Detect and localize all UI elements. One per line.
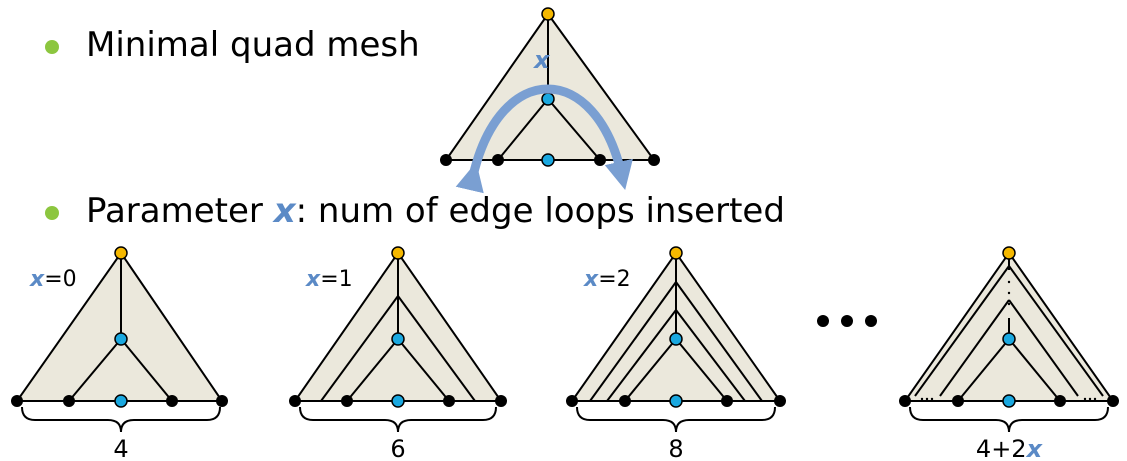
case-label: x=2	[583, 267, 631, 292]
apex-vertex	[114, 246, 128, 260]
bullet-dot-1	[45, 40, 59, 54]
edge-count-formula: 4+2x	[976, 435, 1044, 461]
corner-vertex	[216, 395, 228, 407]
corner-vertex	[11, 395, 23, 407]
inner-vertex	[541, 92, 555, 106]
case-label: x=0	[29, 267, 77, 292]
apex-vertex	[669, 246, 683, 260]
mesh-case-x1: x=1 6	[289, 246, 507, 461]
corner-vertex	[899, 395, 911, 407]
inner-vertex	[391, 394, 405, 408]
corner-vertex	[166, 395, 178, 407]
inner-vertex	[114, 332, 128, 346]
ellipsis-dots	[817, 315, 877, 327]
arrow-variable-label: x	[533, 46, 551, 74]
apex-vertex	[391, 246, 405, 260]
corner-vertex	[619, 395, 631, 407]
top-mesh-diagram: x	[440, 7, 660, 194]
corner-vertex	[594, 154, 606, 166]
edge-count: 6	[390, 435, 405, 461]
corner-vertex	[492, 154, 504, 166]
case-label: x=1	[305, 267, 353, 292]
bullet-dot-2	[45, 206, 59, 220]
corner-vertex	[1054, 395, 1066, 407]
corner-vertex	[495, 395, 507, 407]
corner-vertex	[952, 395, 964, 407]
bullet-text-1: Minimal quad mesh	[86, 25, 420, 65]
mesh-case-x0: x=0 4	[11, 246, 228, 461]
corner-vertex	[721, 395, 733, 407]
inner-vertex	[541, 153, 555, 167]
count-brace	[299, 406, 497, 433]
corner-vertex	[341, 395, 353, 407]
count-brace	[576, 406, 776, 433]
edge-count: 8	[668, 435, 683, 461]
inner-vertex	[114, 394, 128, 408]
corner-vertex	[566, 395, 578, 407]
inner-vertex	[669, 332, 683, 346]
inner-vertex	[1002, 332, 1016, 346]
corner-vertex	[648, 154, 660, 166]
mesh-case-x2: x=2 8	[566, 246, 786, 461]
count-brace	[909, 406, 1109, 433]
edge-count: 4	[113, 435, 128, 461]
apex-vertex	[1002, 246, 1016, 260]
corner-vertex	[63, 395, 75, 407]
corner-vertex	[289, 395, 301, 407]
inner-vertex	[1002, 394, 1016, 408]
mesh-case-general: 4+2x	[899, 246, 1119, 461]
inner-vertex	[669, 394, 683, 408]
corner-vertex	[443, 395, 455, 407]
edge-loop-arrow	[455, 84, 633, 194]
bullet-text-2: Parameter x: num of edge loops inserted	[86, 191, 785, 231]
corner-vertex	[440, 154, 452, 166]
corner-vertex	[1107, 395, 1119, 407]
count-brace	[21, 406, 221, 433]
inner-vertex	[391, 332, 405, 346]
corner-vertex	[774, 395, 786, 407]
apex-vertex	[541, 7, 555, 21]
